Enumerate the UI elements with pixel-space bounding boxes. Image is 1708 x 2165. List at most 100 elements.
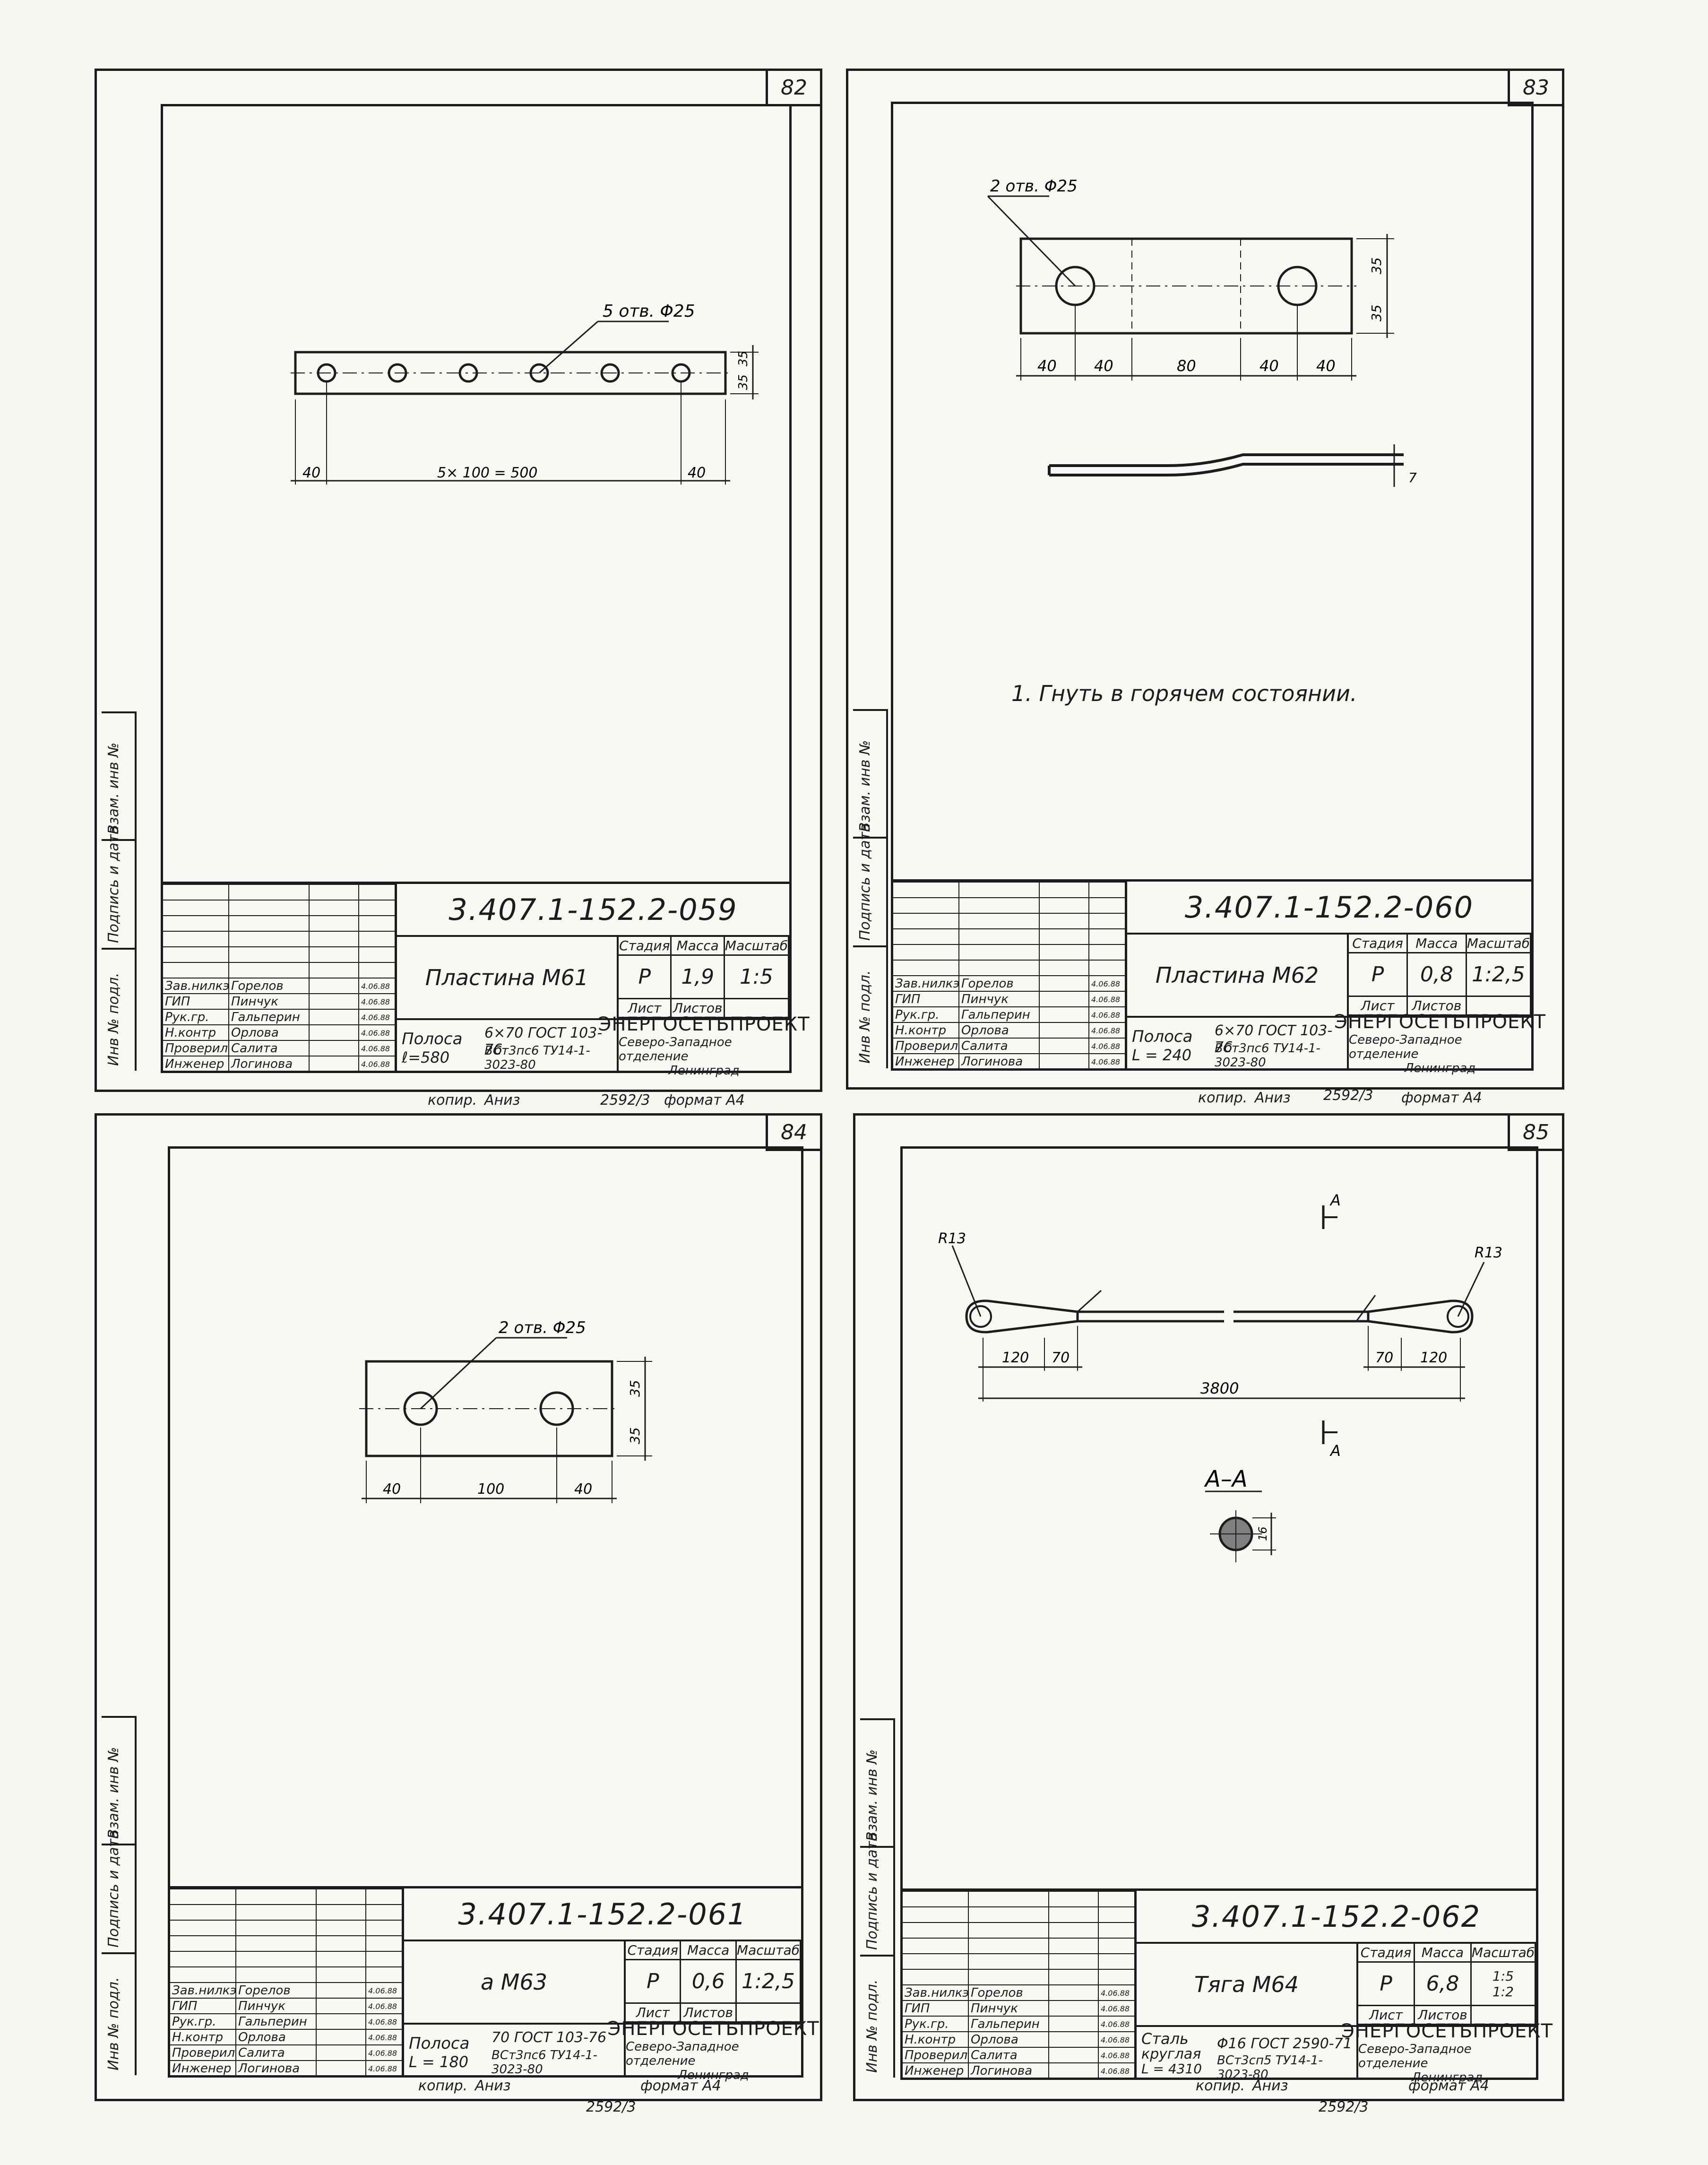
org-branch: Северо-Западное отделение <box>626 2039 739 2068</box>
dim-vertical-1: 35 <box>627 1380 643 1397</box>
date: 4.06.88 <box>361 1044 390 1053</box>
role: Инженер <box>163 1057 229 1072</box>
header-scale: Масштаб <box>1471 1944 1536 1963</box>
dim-4: 120 <box>1420 1350 1447 1366</box>
role: Н.контр <box>163 1025 229 1041</box>
inv-number: 2592/3 <box>586 2099 636 2115</box>
material-steel: ВСт3пс6 ТУ14-1-3023-80 <box>484 1044 590 1072</box>
mass-value: 0,8 <box>1407 953 1467 997</box>
drawing-frame: R13 R13 А А 120 70 70 120 3800 А–А <box>860 1146 1553 2085</box>
footer-copied: копир. <box>1198 1090 1248 1106</box>
sheet-85: 85 R13 R13 А А <box>853 1113 1564 2101</box>
header-sheet: Лист <box>626 2004 681 2023</box>
header-stage: Стадия <box>1349 935 1408 953</box>
header-mass: Масса <box>672 937 725 956</box>
role: Н.контр <box>170 2030 236 2045</box>
date: 4.06.88 <box>368 2018 397 2026</box>
part-name: Тяга М64 <box>1137 1944 1358 2027</box>
header-sheet: Лист <box>1349 997 1408 1016</box>
date: 4.06.88 <box>368 2033 397 2042</box>
dim-right: 40 <box>688 465 706 481</box>
date: 4.06.88 <box>368 2049 397 2058</box>
sheet-84: 84 2 отв. Φ25 40 100 40 35 35 Инв № <box>95 1113 822 2101</box>
material-length: L = 240 <box>1132 1046 1192 1064</box>
role: Инженер <box>893 1054 959 1070</box>
side-label-sign: Подпись и дата <box>105 1830 122 1948</box>
header-stage: Стадия <box>619 937 672 956</box>
header-sheets: Листов <box>672 999 725 1018</box>
material: Сталь круглая L = 4310 Φ16 ГОСТ 2590-71 … <box>1137 2027 1358 2082</box>
person: Салита <box>236 2045 317 2061</box>
dim-2: 100 <box>477 1481 504 1498</box>
stage-mass-scale: Стадия Масса Масштаб Р 1,9 1:5 Лист Лист… <box>619 937 789 1020</box>
dim-1: 120 <box>1002 1350 1029 1366</box>
person: Пинчук <box>969 2001 1049 2017</box>
side-label-replace: Взам. инв № <box>864 1749 880 1841</box>
dim-vertical-2: 35 <box>627 1427 643 1444</box>
date: 4.06.88 <box>368 2064 397 2073</box>
person: Пинчук <box>229 994 310 1010</box>
side-label-replace: Взам. инв № <box>105 742 122 834</box>
side-label-inv: Инв № подл. <box>105 972 122 1066</box>
header-sheets: Листов <box>1415 2006 1472 2025</box>
role: Проверил <box>893 1039 959 1054</box>
material-length: L = 180 <box>409 2053 469 2071</box>
header-scale: Масштаб <box>725 937 789 956</box>
footer-copier: Аниз <box>484 1092 520 1108</box>
material-subtype: круглая <box>1141 2046 1201 2062</box>
role: Рук.гр. <box>893 1007 959 1023</box>
date: 4.06.88 <box>361 997 390 1006</box>
side-strip: Инв № подл. Подпись и дата Взам. инв № <box>102 711 137 1071</box>
header-sheet: Лист <box>1358 2006 1415 2025</box>
person: Гальперин <box>969 2017 1049 2032</box>
date: 4.06.88 <box>1091 995 1121 1004</box>
mass-value: 6,8 <box>1415 1963 1472 2006</box>
part-drawing: 5 отв. Φ25 40 5× 100 = 500 40 35 35 <box>291 302 759 485</box>
side-strip: Инв № подл. Подпись и дата Взам. инв № <box>860 1718 895 2078</box>
role: Зав.нилкэс <box>903 1985 969 2001</box>
role: Инженер <box>903 2063 969 2079</box>
part-drawing: 2 отв. Φ25 40 40 80 40 40 35 35 7 <box>987 177 1417 487</box>
role: Проверил <box>903 2048 969 2063</box>
person: Орлова <box>959 1023 1040 1039</box>
scale-value: 1:2,5 <box>1466 953 1531 997</box>
material-spec: Φ16 ГОСТ 2590-71 <box>1217 2035 1352 2052</box>
person: Логинова <box>236 2061 317 2077</box>
dim-1: 40 <box>1037 357 1057 375</box>
role: Рук.гр. <box>163 1010 229 1025</box>
date: 4.06.88 <box>368 1986 397 1995</box>
date: 4.06.88 <box>1091 1026 1121 1035</box>
document-code: 3.407.1-152.2-062 <box>1137 1891 1536 1944</box>
sheet-number: 83 <box>1508 69 1564 106</box>
person: Салита <box>969 2048 1049 2063</box>
date: 4.06.88 <box>361 982 390 991</box>
sheet-number: 84 <box>766 1113 822 1151</box>
scale-value-2: 1:2 <box>1492 1983 1514 2000</box>
stage-mass-scale: Стадия Масса Масштаб Р 0,8 1:2,5 Лист Ли… <box>1349 935 1531 1018</box>
footer-format: формат А4 <box>664 1092 745 1108</box>
org-name: ЭНЕРГОСЕТЬПРОЕКТ <box>607 2018 819 2040</box>
document-code: 3.407.1-152.2-059 <box>397 884 789 937</box>
person: Салита <box>959 1039 1040 1054</box>
role: Зав.нилкэс <box>170 1983 236 1999</box>
material-type: Полоса <box>402 1030 463 1048</box>
inv-number: 2592/3 <box>1323 1087 1373 1104</box>
sheet-number: 82 <box>766 69 822 106</box>
header-stage: Стадия <box>1358 1944 1415 1963</box>
date: 4.06.88 <box>1091 979 1121 988</box>
holes-label: 5 отв. Φ25 <box>603 302 695 321</box>
org-city: Ленинград <box>1411 2070 1483 2085</box>
organization: ЭНЕРГОСЕТЬПРОЕКТ Северо-Западное отделен… <box>1341 2020 1553 2085</box>
date: 4.06.88 <box>361 1013 390 1022</box>
role: ГИП <box>170 1999 236 2014</box>
side-label-inv: Инв № подл. <box>864 1979 880 2073</box>
material-type: Сталь <box>1141 2030 1189 2048</box>
side-label-inv: Инв № подл. <box>857 970 873 1064</box>
stage-value: Р <box>619 956 672 999</box>
material-type: Полоса <box>409 2034 470 2053</box>
org-branch: Северо-Западное отделение <box>1358 2042 1472 2070</box>
header-mass: Масса <box>681 1941 737 1960</box>
